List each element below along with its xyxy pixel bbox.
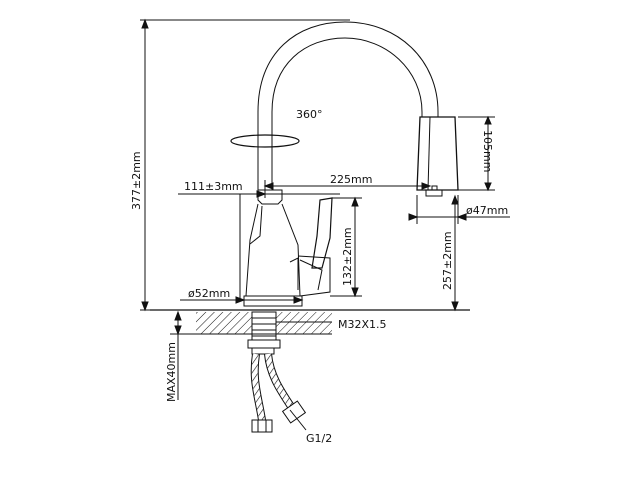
label-thread: M32X1.5: [338, 318, 387, 331]
label-reach: 225mm: [330, 173, 372, 186]
supply-hoses: [250, 353, 307, 433]
base-plate: [243, 295, 303, 307]
label-handle-offset: 111±3mm: [184, 180, 243, 193]
label-base-diameter: ø52mm: [188, 287, 230, 300]
spout-outer: [257, 21, 439, 190]
label-hose-connection: G1/2: [306, 432, 332, 445]
dim-head-height: [458, 115, 495, 192]
leader-g12: [289, 409, 307, 431]
label-body-height: 132±2mm: [341, 227, 354, 286]
hose-nut-left: [251, 419, 273, 433]
neck: [257, 189, 283, 205]
dim-base-diameter: [180, 296, 304, 304]
dim-handle-offset: [178, 180, 340, 300]
dim-head-diameter: [408, 195, 510, 224]
dim-max-thickness: [170, 310, 196, 400]
dim-total-height: [140, 18, 350, 312]
spout-inner: [271, 37, 423, 190]
rotation-symbol: [230, 134, 300, 148]
dim-outlet-height: [451, 194, 459, 312]
label-outlet-height: 257±2mm: [441, 231, 454, 290]
main-body: [245, 203, 301, 297]
spout-head: [416, 116, 459, 191]
label-head-diameter: ø47mm: [466, 204, 508, 217]
countertop-section: [196, 312, 252, 334]
label-rotation: 360°: [296, 108, 323, 121]
hose-nut-right: [281, 400, 307, 424]
dim-reach: [263, 182, 432, 190]
label-total-height: 377±2mm: [130, 151, 143, 210]
dim-body-height: [330, 196, 362, 298]
label-head-height: 105mm: [481, 130, 494, 172]
label-max-thickness: MAX40mm: [165, 342, 178, 402]
